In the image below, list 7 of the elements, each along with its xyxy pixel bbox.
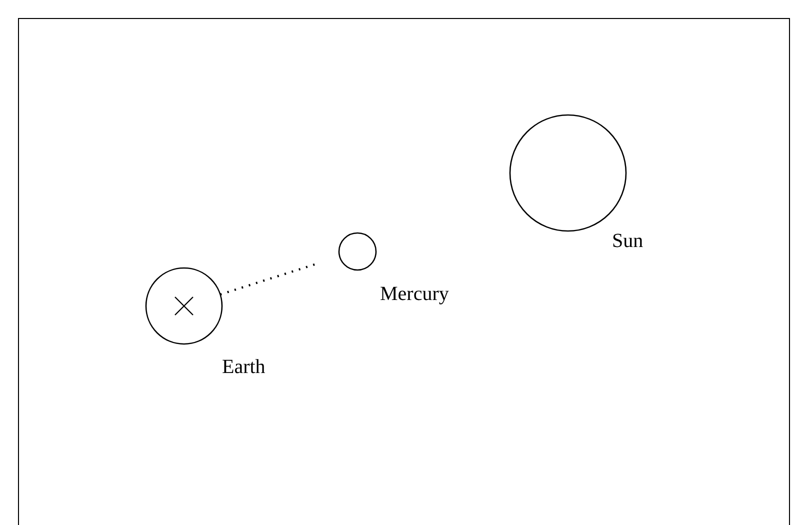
sun-circle — [508, 113, 628, 233]
dotted-line — [220, 262, 317, 296]
planet-label: Sun — [612, 230, 644, 252]
planet-label: Earth — [222, 356, 266, 378]
planet-circle — [336, 230, 378, 272]
planet-label: Mercury — [380, 283, 449, 305]
earth-circle — [144, 266, 224, 346]
